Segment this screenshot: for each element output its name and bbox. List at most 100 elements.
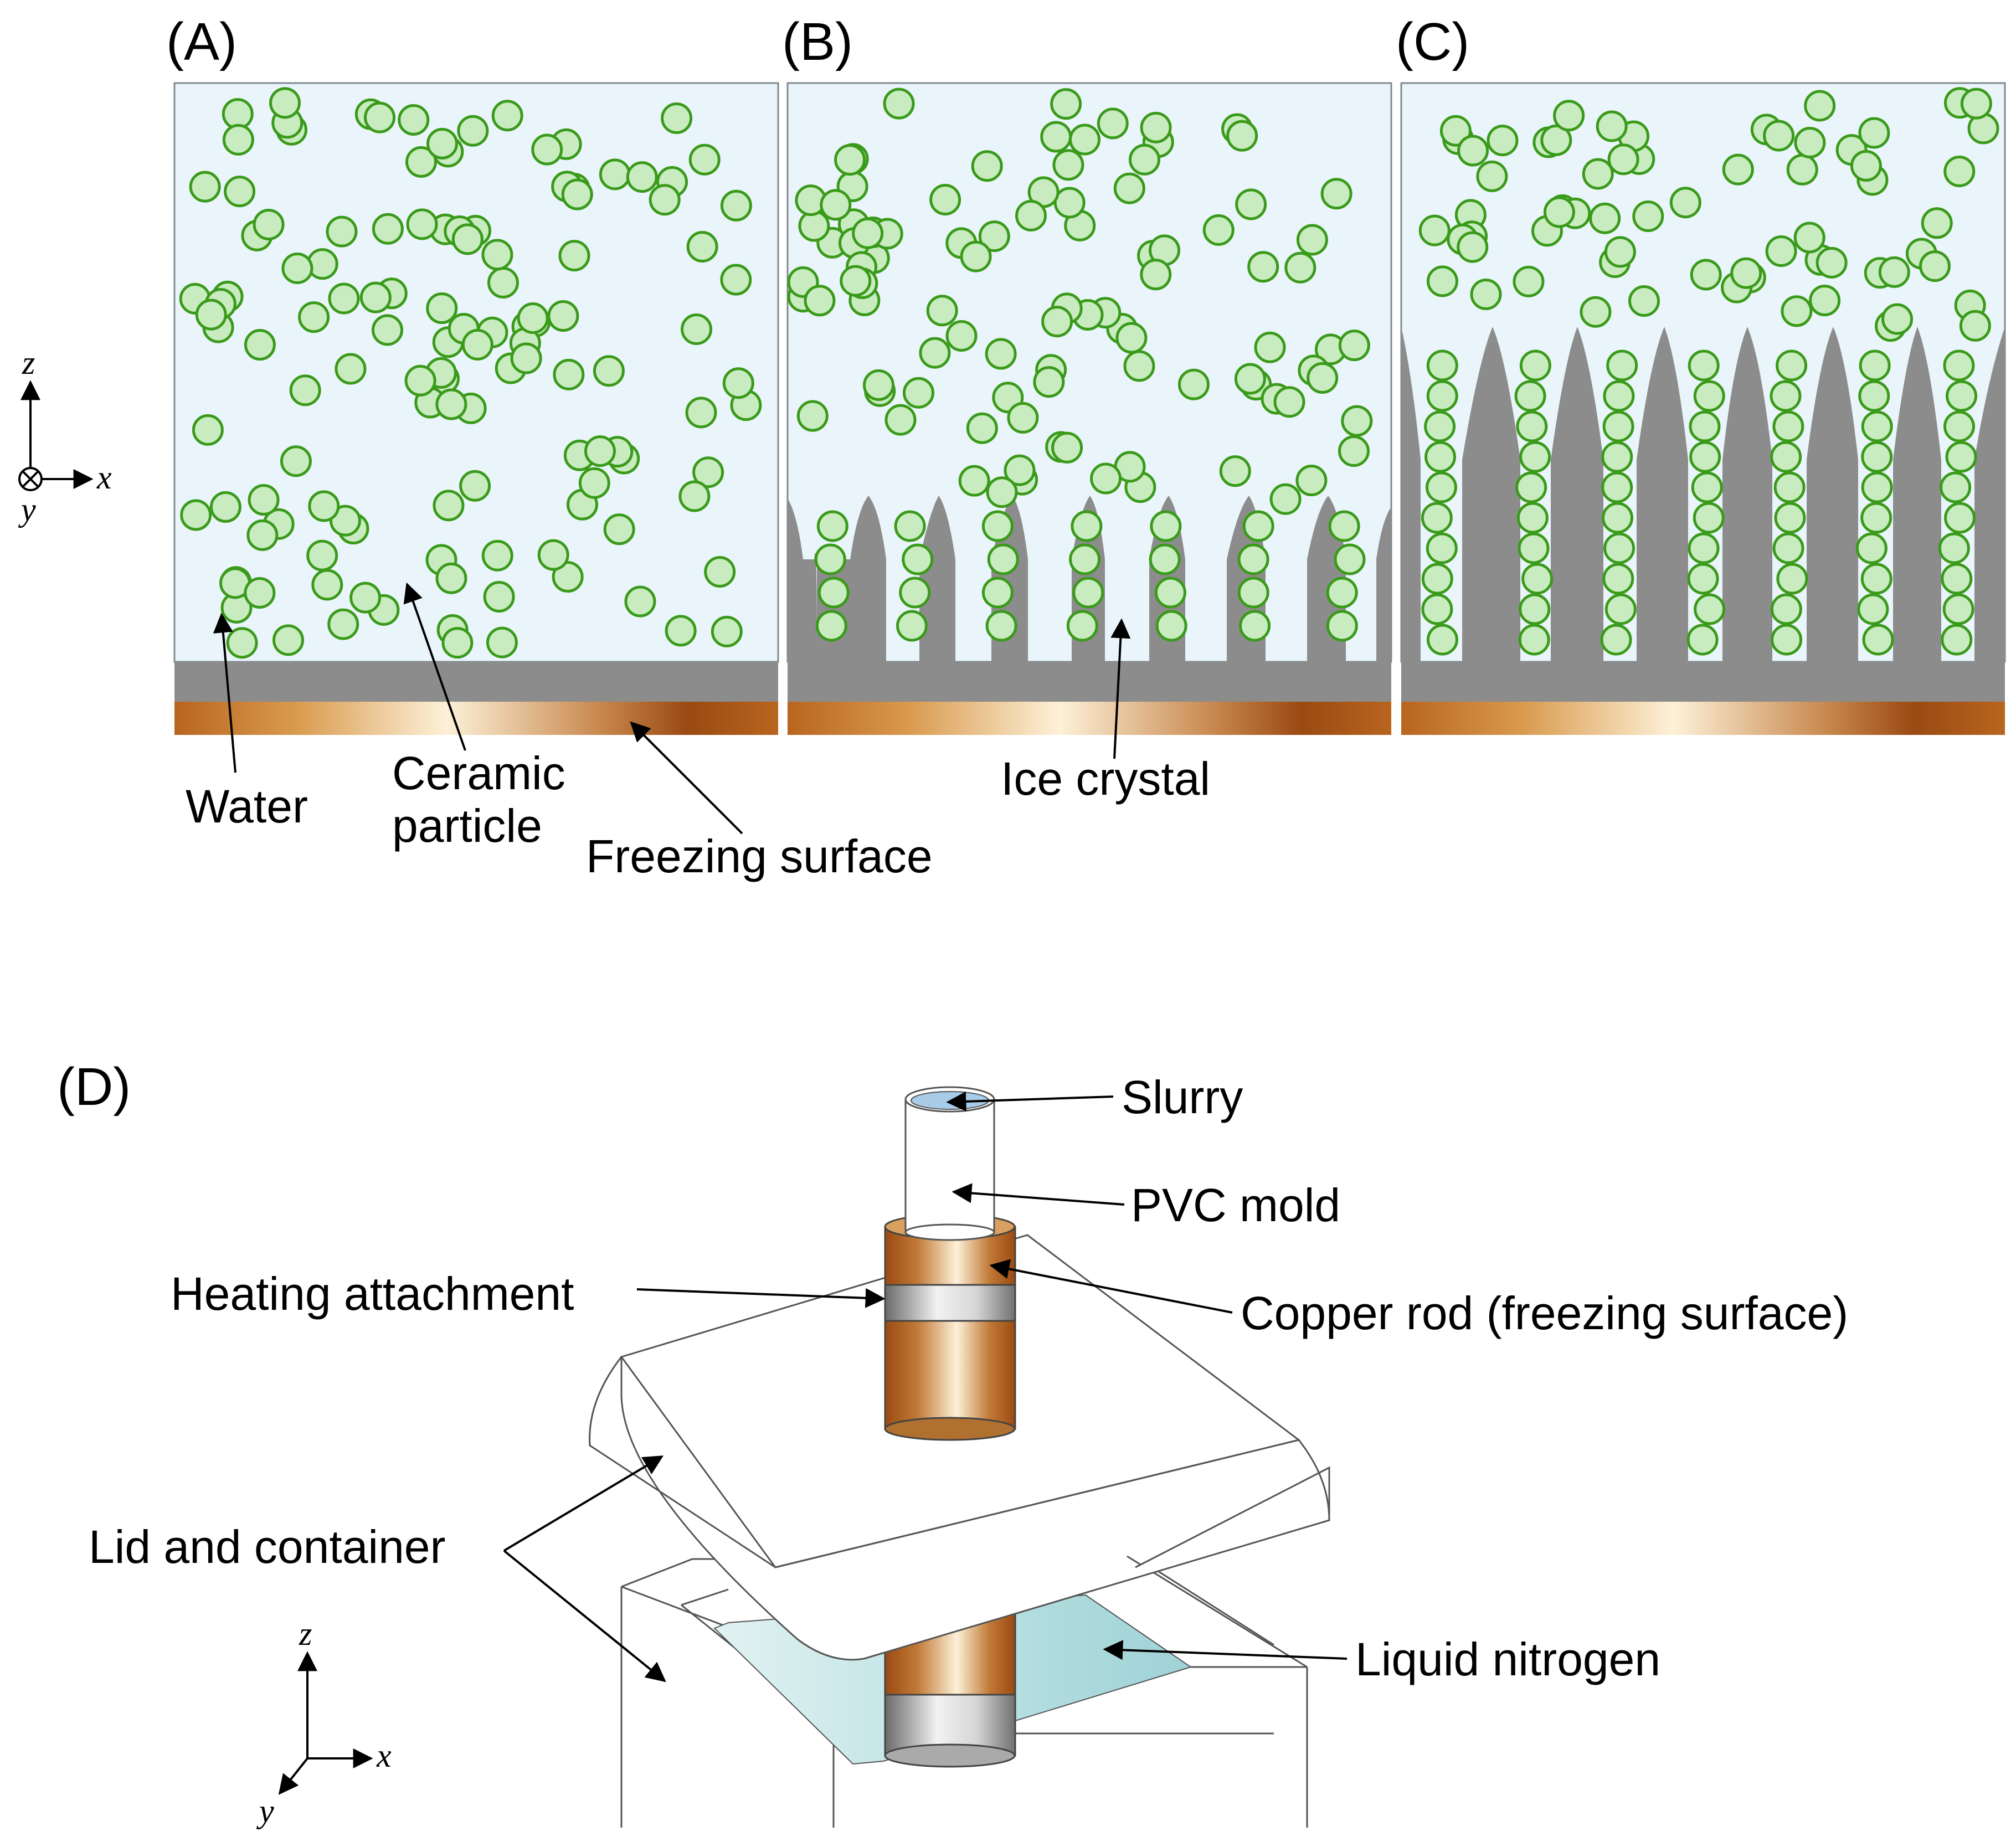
ceramic-particle	[1860, 502, 1892, 534]
ceramic-particle	[1669, 187, 1701, 219]
ceramic-particle	[894, 510, 926, 542]
ceramic-particle	[1113, 172, 1145, 204]
ceramic-particle	[720, 264, 752, 296]
ceramic-particle	[896, 610, 928, 642]
ceramic-particle	[681, 313, 713, 345]
ceramic-particle	[244, 329, 276, 361]
ceramic-particle	[987, 543, 1019, 575]
ceramic-particle	[364, 101, 396, 133]
ceramic-particle	[180, 499, 212, 531]
ceramic-particle	[1237, 543, 1269, 575]
ceramic-particle	[433, 490, 465, 522]
ceramic-particle	[451, 223, 484, 255]
ceramic-particle	[1772, 410, 1804, 443]
ceramic-particle	[1540, 124, 1572, 156]
ceramic-particle	[406, 208, 438, 240]
ceramic-particle	[1855, 532, 1888, 564]
particles-b	[787, 88, 1373, 642]
ceramic-particle	[1040, 121, 1072, 153]
ceramic-particle	[1053, 187, 1086, 219]
ceramic-particle	[1959, 310, 1991, 342]
ceramic-particle	[1521, 563, 1554, 595]
ceramic-particle	[704, 555, 736, 588]
ceramic-particle	[862, 369, 894, 401]
ceramic-particle	[1051, 431, 1083, 464]
ceramic-particle	[1686, 624, 1719, 656]
ice-crystal-label: Ice crystal	[1001, 753, 1210, 805]
pvc-mold	[904, 1086, 995, 1241]
ceramic-particle	[1320, 178, 1352, 210]
ceramic-particle	[578, 467, 610, 499]
ceramic-particle	[1515, 471, 1547, 503]
ceramic-particle	[902, 543, 934, 575]
ice-base-c	[1401, 662, 2005, 702]
ceramic-particle	[1687, 563, 1719, 595]
ceramic-particle	[253, 209, 285, 241]
ceramic-particle	[1693, 380, 1725, 412]
ceramic-particle	[510, 342, 542, 374]
ceramic-particle	[1553, 100, 1585, 132]
ceramic-particle	[1602, 502, 1634, 534]
ceramic-particle	[1226, 120, 1258, 152]
ceramic-particle	[1424, 410, 1456, 443]
ceramic-particle	[1247, 251, 1279, 283]
ceramic-particle	[329, 505, 361, 537]
ceramic-particle	[626, 161, 658, 193]
ceramic-particle	[1960, 88, 1992, 120]
ceramic-particle	[796, 400, 829, 432]
ceramic-particle	[1123, 350, 1155, 382]
ceramic-particle	[1694, 593, 1726, 625]
ceramic-particle	[1426, 624, 1458, 656]
ceramic-particle	[883, 88, 915, 120]
ceramic-particle	[1128, 143, 1160, 176]
ceramic-particle	[1543, 196, 1575, 228]
ceramic-particle	[195, 299, 227, 331]
ceramic-particle	[1861, 441, 1893, 473]
ceramic-particle	[1776, 349, 1808, 382]
ceramic-particle	[289, 374, 321, 407]
ceramic-particle	[986, 476, 1018, 508]
ceramic-particle	[1457, 231, 1489, 263]
ceramic-particle	[1066, 610, 1098, 642]
ceramic-particle	[1602, 563, 1634, 595]
ceramic-particle	[547, 300, 579, 332]
ceramic-particle	[1858, 380, 1890, 412]
ceramic-particle	[517, 302, 549, 334]
ceramic-particle	[328, 282, 360, 315]
ceramic-particle	[1809, 285, 1841, 317]
ceramic-particle	[1881, 303, 1914, 335]
ceramic-particle	[1071, 510, 1103, 542]
ceramic-particle	[1219, 455, 1251, 487]
ceramic-particle	[685, 397, 717, 429]
ceramic-particle	[1519, 441, 1551, 473]
ceramic-particle	[815, 610, 847, 642]
particles-c	[1418, 87, 1999, 656]
ceramic-particle	[335, 353, 367, 385]
ceramic-particle	[1589, 202, 1621, 234]
ceramic-particle	[599, 158, 631, 191]
ceramic-particle	[1338, 330, 1370, 362]
heating-band	[884, 1284, 1016, 1322]
ceramic-particle	[1859, 349, 1891, 382]
ceramic-particle	[1938, 532, 1970, 564]
ceramic-particle	[1097, 107, 1129, 140]
ceramic-particle	[1689, 410, 1721, 443]
ceramic-particle	[686, 231, 718, 263]
ceramic-particle	[209, 491, 241, 523]
ceramic-particle	[1632, 200, 1664, 233]
ceramic-particle	[1606, 349, 1638, 382]
ceramic-particle	[1774, 502, 1806, 534]
ceramic-particle	[603, 513, 635, 546]
ceramic-particle	[1773, 471, 1806, 503]
ceramic-particle	[804, 285, 836, 317]
ceramic-particle	[1691, 471, 1723, 503]
ceramic-particle	[298, 301, 330, 333]
ceramic-particle	[1069, 543, 1101, 575]
d-annotations: Slurry PVC mold Heating attachment Coppe…	[89, 1071, 1848, 1685]
ceramic-particle	[553, 358, 585, 390]
ceramic-particle	[1940, 471, 1972, 503]
ceramic-particle	[327, 608, 359, 640]
panel-a: (A)	[166, 12, 779, 735]
ceramic-particle	[1235, 188, 1267, 220]
